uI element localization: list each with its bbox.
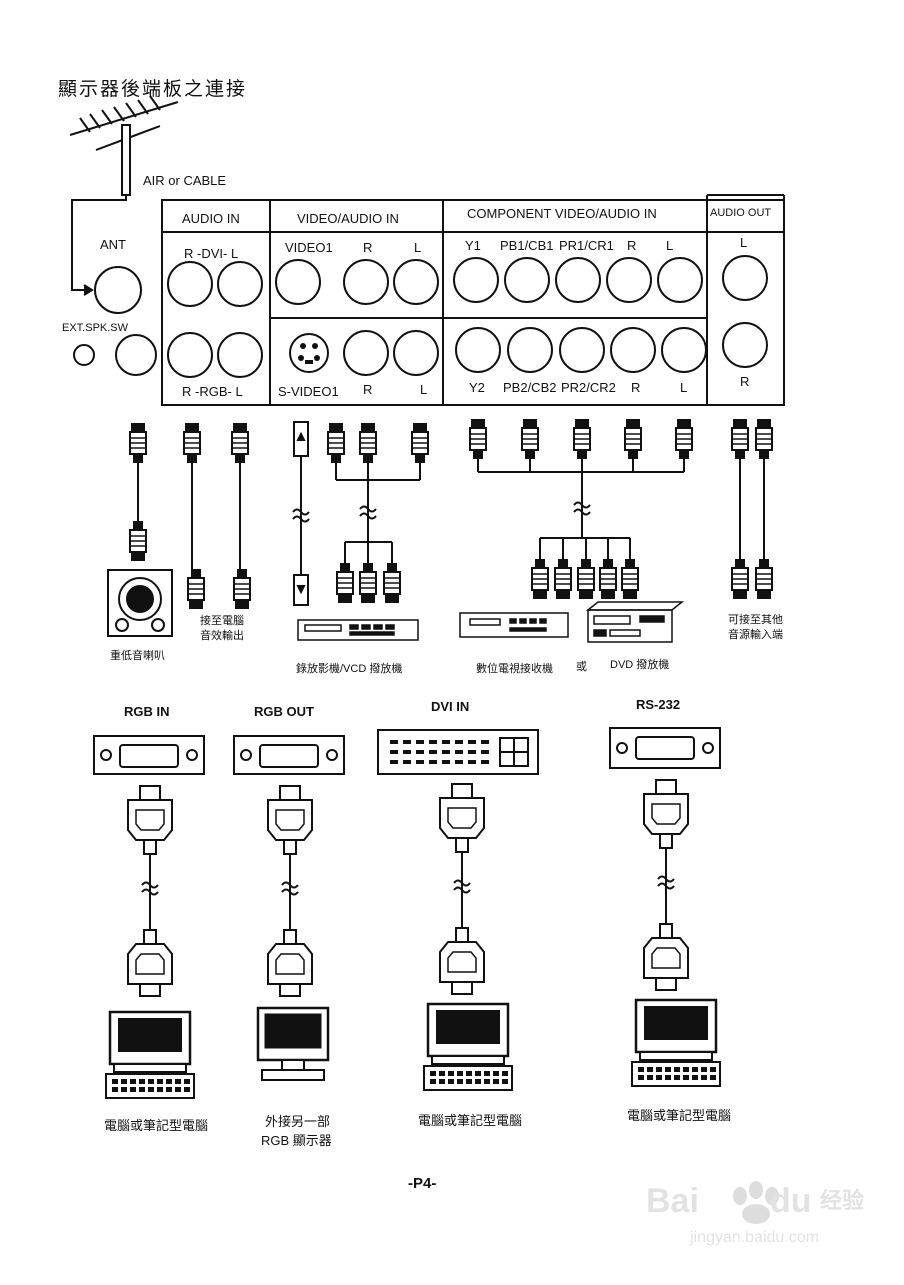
ant-jack[interactable] — [94, 266, 142, 314]
dvi-in-cable — [439, 783, 485, 995]
antenna-label: AIR or CABLE — [143, 173, 226, 188]
baidu-watermark: Bai du 经验 jingyan.baidu.com — [646, 1181, 864, 1246]
audio-input-label-2: 音源輸入端 — [728, 627, 783, 641]
dvd-label: DVD 撥放機 — [610, 657, 669, 671]
tuner-icon — [459, 612, 569, 638]
watermark-url: jingyan.baidu.com — [689, 1229, 819, 1246]
row1-jacks[interactable] — [167, 255, 768, 307]
tuner-label: 數位電視接收機 — [476, 661, 553, 675]
video-r-label: R — [363, 240, 372, 255]
video-cables — [292, 421, 429, 606]
rgb-in-label[interactable]: RGB IN — [124, 704, 170, 719]
ext-spk-label: EXT.SPK.SW — [62, 322, 129, 334]
vcr-label: 錄放影機/VCD 撥放機 — [296, 661, 402, 675]
comp1-l-label: L — [666, 238, 673, 253]
monitor-label-1: 外接另一部 — [265, 1114, 330, 1129]
rgb-in-cable — [127, 785, 173, 997]
audio-input-label-1: 可接至其他 — [728, 613, 783, 626]
row2-jacks[interactable] — [167, 322, 768, 378]
section-video-audio-in: VIDEO/AUDIO IN — [297, 211, 399, 226]
pc-audio-label-1: 接至電腦 — [200, 613, 244, 627]
pb2-label: PB2/CB2 — [503, 380, 556, 395]
baidu-logo-text: Bai — [646, 1182, 699, 1220]
y1-label: Y1 — [465, 238, 481, 253]
section-audio-out: AUDIO OUT — [710, 207, 771, 219]
rgb-out-label[interactable]: RGB OUT — [254, 704, 314, 719]
out-l-label: L — [740, 235, 747, 250]
video1-label: VIDEO1 — [285, 240, 333, 255]
comp1-r-label: R — [627, 238, 636, 253]
rgb-in-port[interactable] — [93, 735, 205, 775]
ext-spk-switch[interactable] — [73, 344, 95, 366]
rgb-audio-label: R -RGB- L — [182, 384, 243, 399]
section-audio-in: AUDIO IN — [182, 211, 240, 226]
out-r-label: R — [740, 374, 749, 389]
baidu-logo-text-2: du — [770, 1182, 812, 1220]
dvi-in-label[interactable]: DVI IN — [431, 699, 469, 714]
computer-icon-3 — [630, 998, 722, 1088]
pr2-label: PR2/CR2 — [561, 380, 616, 395]
vcr-icon — [297, 619, 419, 641]
pc3-label: 電腦或筆記型電腦 — [627, 1108, 731, 1123]
rs232-cable — [643, 779, 689, 991]
dvi-audio-label: R -DVI- L — [184, 246, 238, 261]
rear-panel — [161, 194, 785, 406]
page-title: 顯示器後端板之連接 — [58, 78, 247, 100]
component-cables — [469, 419, 693, 599]
pc-audio-cables — [183, 423, 251, 609]
audio-out-cables — [731, 419, 773, 599]
jingyan-logo-text: 经验 — [820, 1188, 864, 1213]
pc-audio-label-2: 音效輸出 — [200, 628, 244, 642]
subwoofer-icon — [107, 569, 173, 637]
rgb-out-cable — [267, 785, 313, 997]
ant-label: ANT — [100, 237, 126, 252]
pc1-label: 電腦或筆記型電腦 — [104, 1118, 208, 1133]
pb1-label: PB1/CB1 — [500, 238, 553, 253]
monitor-label-2: RGB 顯示器 — [261, 1133, 332, 1148]
comp2-r-label: R — [631, 380, 640, 395]
subwoofer-cable — [129, 423, 147, 561]
ext-spk-jack[interactable] — [115, 334, 157, 376]
pc2-label: 電腦或筆記型電腦 — [418, 1113, 522, 1128]
svideo1-label: S-VIDEO1 — [278, 384, 339, 399]
rs232-label[interactable]: RS-232 — [636, 697, 680, 712]
section-component: COMPONENT VIDEO/AUDIO IN — [467, 206, 657, 221]
y2-label: Y2 — [469, 380, 485, 395]
rgb-out-port[interactable] — [233, 735, 345, 775]
rs232-port[interactable] — [609, 727, 721, 769]
monitor-icon — [256, 1006, 330, 1081]
antenna-icon — [69, 95, 179, 296]
dvi-in-port[interactable] — [377, 729, 539, 775]
svideo-r-label: R — [363, 382, 372, 397]
computer-icon-2 — [422, 1002, 514, 1092]
video-l-label: L — [414, 240, 421, 255]
paw-icon — [733, 1181, 779, 1224]
pr1-label: PR1/CR1 — [559, 238, 614, 253]
svideo-l-label: L — [420, 382, 427, 397]
subwoofer-label: 重低音喇叭 — [110, 648, 165, 662]
computer-icon-1 — [104, 1010, 196, 1100]
page-number: -P4- — [408, 1175, 436, 1192]
or-label: 或 — [576, 660, 587, 673]
comp2-l-label: L — [680, 380, 687, 395]
dvd-icon — [585, 601, 685, 643]
